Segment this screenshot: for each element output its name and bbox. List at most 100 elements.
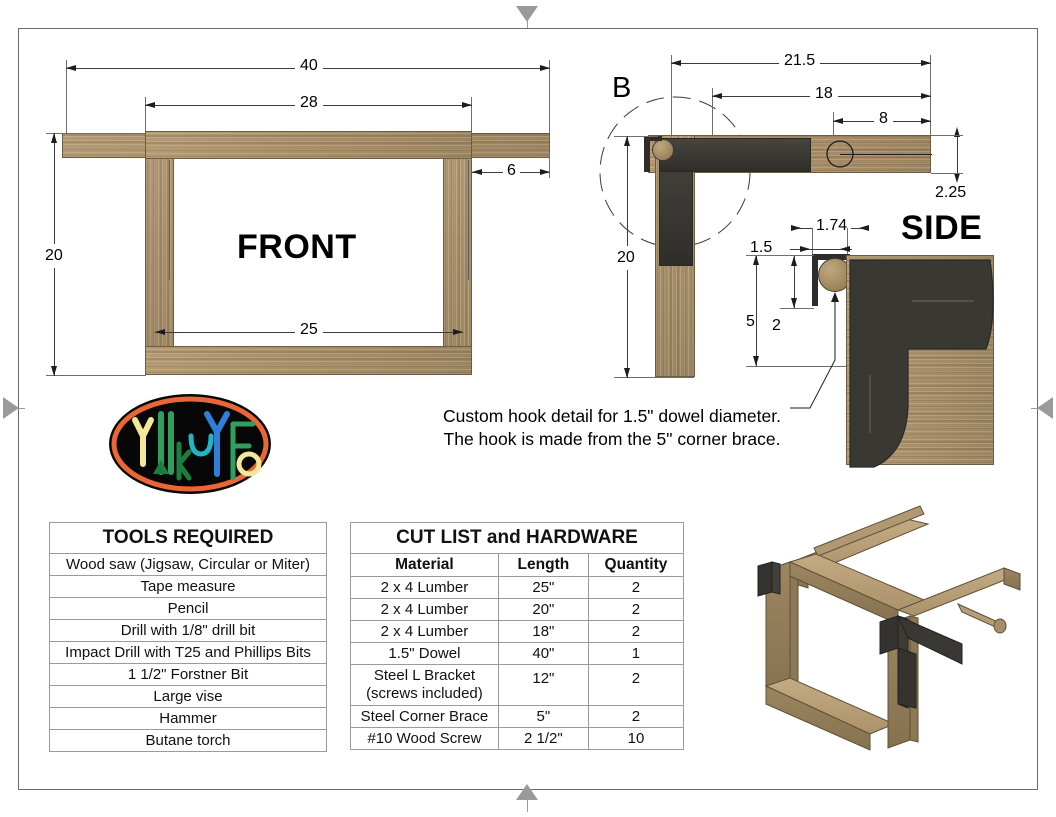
table-row: Butane torch bbox=[49, 729, 327, 752]
cut-list-title: CUT LIST and HARDWARE bbox=[350, 522, 684, 554]
cutlist-0-material: 2 x 4 Lumber bbox=[350, 576, 499, 599]
hook-dim-2-line bbox=[794, 256, 795, 308]
side-ext-left-21p5 bbox=[671, 55, 672, 135]
cutlist-header-row: Material Length Quantity bbox=[350, 553, 685, 577]
table-row: 2 x 4 Lumber 18" 2 bbox=[350, 620, 685, 643]
side-detail-label-b: B bbox=[612, 72, 632, 104]
centering-mark-right-stem bbox=[1031, 407, 1053, 409]
centering-mark-left-stem bbox=[3, 407, 25, 409]
cutlist-4-quantity: 2 bbox=[587, 664, 685, 706]
table-row: Large vise bbox=[49, 685, 327, 708]
tools-table-title: TOOLS REQUIRED bbox=[49, 522, 327, 554]
front-ext-left-28 bbox=[145, 97, 146, 137]
front-ext-right-40 bbox=[549, 60, 550, 138]
front-bottom-cross-board bbox=[145, 346, 472, 375]
hook-ext-2-bottom bbox=[780, 308, 814, 309]
hook-ext-1p74-left bbox=[812, 228, 813, 256]
centering-mark-bottom-stem bbox=[526, 790, 528, 812]
side-dim-2p25-label: 2.25 bbox=[935, 184, 967, 201]
side-l-bracket-arm-overlay bbox=[659, 138, 811, 172]
table-row: Tape measure bbox=[49, 575, 327, 598]
front-left-leg bbox=[145, 131, 174, 375]
cutlist-3-quantity: 1 bbox=[587, 642, 685, 665]
cutlist-4-material: Steel L Bracket (screws included) bbox=[350, 664, 499, 706]
side-ext-top-20 bbox=[614, 136, 658, 137]
side-view-label: SIDE bbox=[901, 209, 983, 247]
side-ext-2p25-top bbox=[931, 135, 963, 136]
side-ext-left-8 bbox=[833, 112, 834, 144]
hook-dim-5-arrow-down bbox=[752, 356, 759, 366]
cutlist-6-material: #10 Wood Screw bbox=[350, 727, 499, 750]
front-ext-left-40 bbox=[66, 60, 67, 138]
cutlist-2-material: 2 x 4 Lumber bbox=[350, 620, 499, 643]
front-dim-40-label: 40 bbox=[295, 58, 323, 74]
cut-list-table: CUT LIST and HARDWARE Material Length Qu… bbox=[350, 522, 685, 750]
side-dim-21p5-arrow-left bbox=[671, 59, 681, 66]
side-dim-21p5-label: 21.5 bbox=[779, 53, 821, 69]
front-dim-40-arrow-right bbox=[540, 64, 550, 71]
side-dim-18-label: 18 bbox=[810, 86, 838, 102]
cutlist-2-quantity: 2 bbox=[587, 620, 685, 643]
hook-detail-caption: Custom hook detail for 1.5" dowel diamet… bbox=[410, 405, 814, 451]
hook-top-plate bbox=[812, 254, 850, 260]
table-row: 1.5" Dowel 40" 1 bbox=[350, 642, 685, 665]
table-row: Steel L Bracket (screws included) 12" 2 bbox=[350, 664, 685, 706]
table-row: 2 x 4 Lumber 20" 2 bbox=[350, 598, 685, 621]
front-dim-6-arrow-left bbox=[472, 168, 482, 175]
front-ext-top-20 bbox=[46, 133, 146, 134]
tools-row-2: Pencil bbox=[49, 597, 327, 620]
cut-list-col-quantity: Quantity bbox=[587, 553, 685, 577]
hook-dim-5-label: 5 bbox=[746, 311, 755, 333]
cutlist-6-length: 2 1/2" bbox=[497, 727, 589, 750]
hook-vertical-plate bbox=[812, 254, 818, 306]
hook-caption-line1: Custom hook detail for 1.5" dowel diamet… bbox=[443, 406, 781, 426]
table-row: Wood saw (Jigsaw, Circular or Miter) bbox=[49, 553, 327, 576]
side-dim-18-arrow-right bbox=[921, 92, 931, 99]
hook-detail-metal-body bbox=[849, 259, 994, 468]
front-dim-20-arrow-up bbox=[50, 133, 57, 143]
front-dim-25-arrow-right bbox=[453, 328, 463, 335]
side-dowel-end bbox=[652, 139, 674, 161]
front-ext-6-right bbox=[549, 152, 550, 178]
tools-row-6: Large vise bbox=[49, 685, 327, 708]
side-dim-21p5-arrow-right bbox=[921, 59, 931, 66]
front-dim-40-arrow-left bbox=[66, 64, 76, 71]
cutlist-3-length: 40" bbox=[497, 642, 589, 665]
side-dim-20-arrow-down bbox=[623, 368, 630, 378]
front-dim-6-arrow-right bbox=[540, 168, 550, 175]
tools-table-body: Wood saw (Jigsaw, Circular or Miter) Tap… bbox=[49, 553, 327, 752]
cut-list-col-length: Length bbox=[497, 553, 589, 577]
hook-caption-line2: The hook is made from the 5" corner brac… bbox=[443, 429, 781, 449]
hook-dim-1p74-label: 1.74 bbox=[812, 218, 852, 234]
front-ext-bottom-20 bbox=[46, 375, 146, 376]
cut-list-body: 2 x 4 Lumber 25" 2 2 x 4 Lumber 20" 2 2 … bbox=[350, 576, 685, 750]
front-dim-28-arrow-left bbox=[145, 101, 155, 108]
cutlist-1-length: 20" bbox=[497, 598, 589, 621]
side-hook-bracket bbox=[644, 136, 650, 172]
cutlist-5-material: Steel Corner Brace bbox=[350, 705, 499, 728]
isometric-assembly-view bbox=[757, 505, 1022, 751]
cut-list-table-wrap: CUT LIST and HARDWARE Material Length Qu… bbox=[350, 522, 685, 750]
table-row: #10 Wood Screw 2 1/2" 10 bbox=[350, 727, 685, 750]
tools-row-5: 1 1/2" Forstner Bit bbox=[49, 663, 327, 686]
side-dim-2p25-arrow-up bbox=[953, 127, 960, 137]
hook-dim-5-arrow-up bbox=[752, 255, 759, 265]
hook-dim-2-label: 2 bbox=[772, 315, 781, 337]
tools-row-3: Drill with 1/8" drill bit bbox=[49, 619, 327, 642]
table-row: Pencil bbox=[49, 597, 327, 620]
hook-dim-1p5-arrow-left bbox=[800, 245, 810, 252]
front-left-leg-seam bbox=[169, 160, 170, 280]
cutlist-0-quantity: 2 bbox=[587, 576, 685, 599]
front-dim-28-label: 28 bbox=[295, 95, 323, 111]
front-dim-25-arrow-left bbox=[155, 328, 165, 335]
cut-list-col-material: Material bbox=[350, 553, 499, 577]
tools-table-title-row: TOOLS REQUIRED bbox=[49, 522, 327, 554]
cutlist-5-quantity: 2 bbox=[587, 705, 685, 728]
front-dim-25-label: 25 bbox=[295, 322, 323, 338]
hook-dim-1p5-arrow-right bbox=[840, 245, 850, 252]
side-dim-8-arrow-left bbox=[833, 117, 843, 124]
front-dim-20-label: 20 bbox=[45, 244, 63, 268]
side-dim-20-arrow-up bbox=[623, 136, 630, 146]
side-hook-bracket-top bbox=[644, 136, 662, 141]
table-row: Hammer bbox=[49, 707, 327, 730]
